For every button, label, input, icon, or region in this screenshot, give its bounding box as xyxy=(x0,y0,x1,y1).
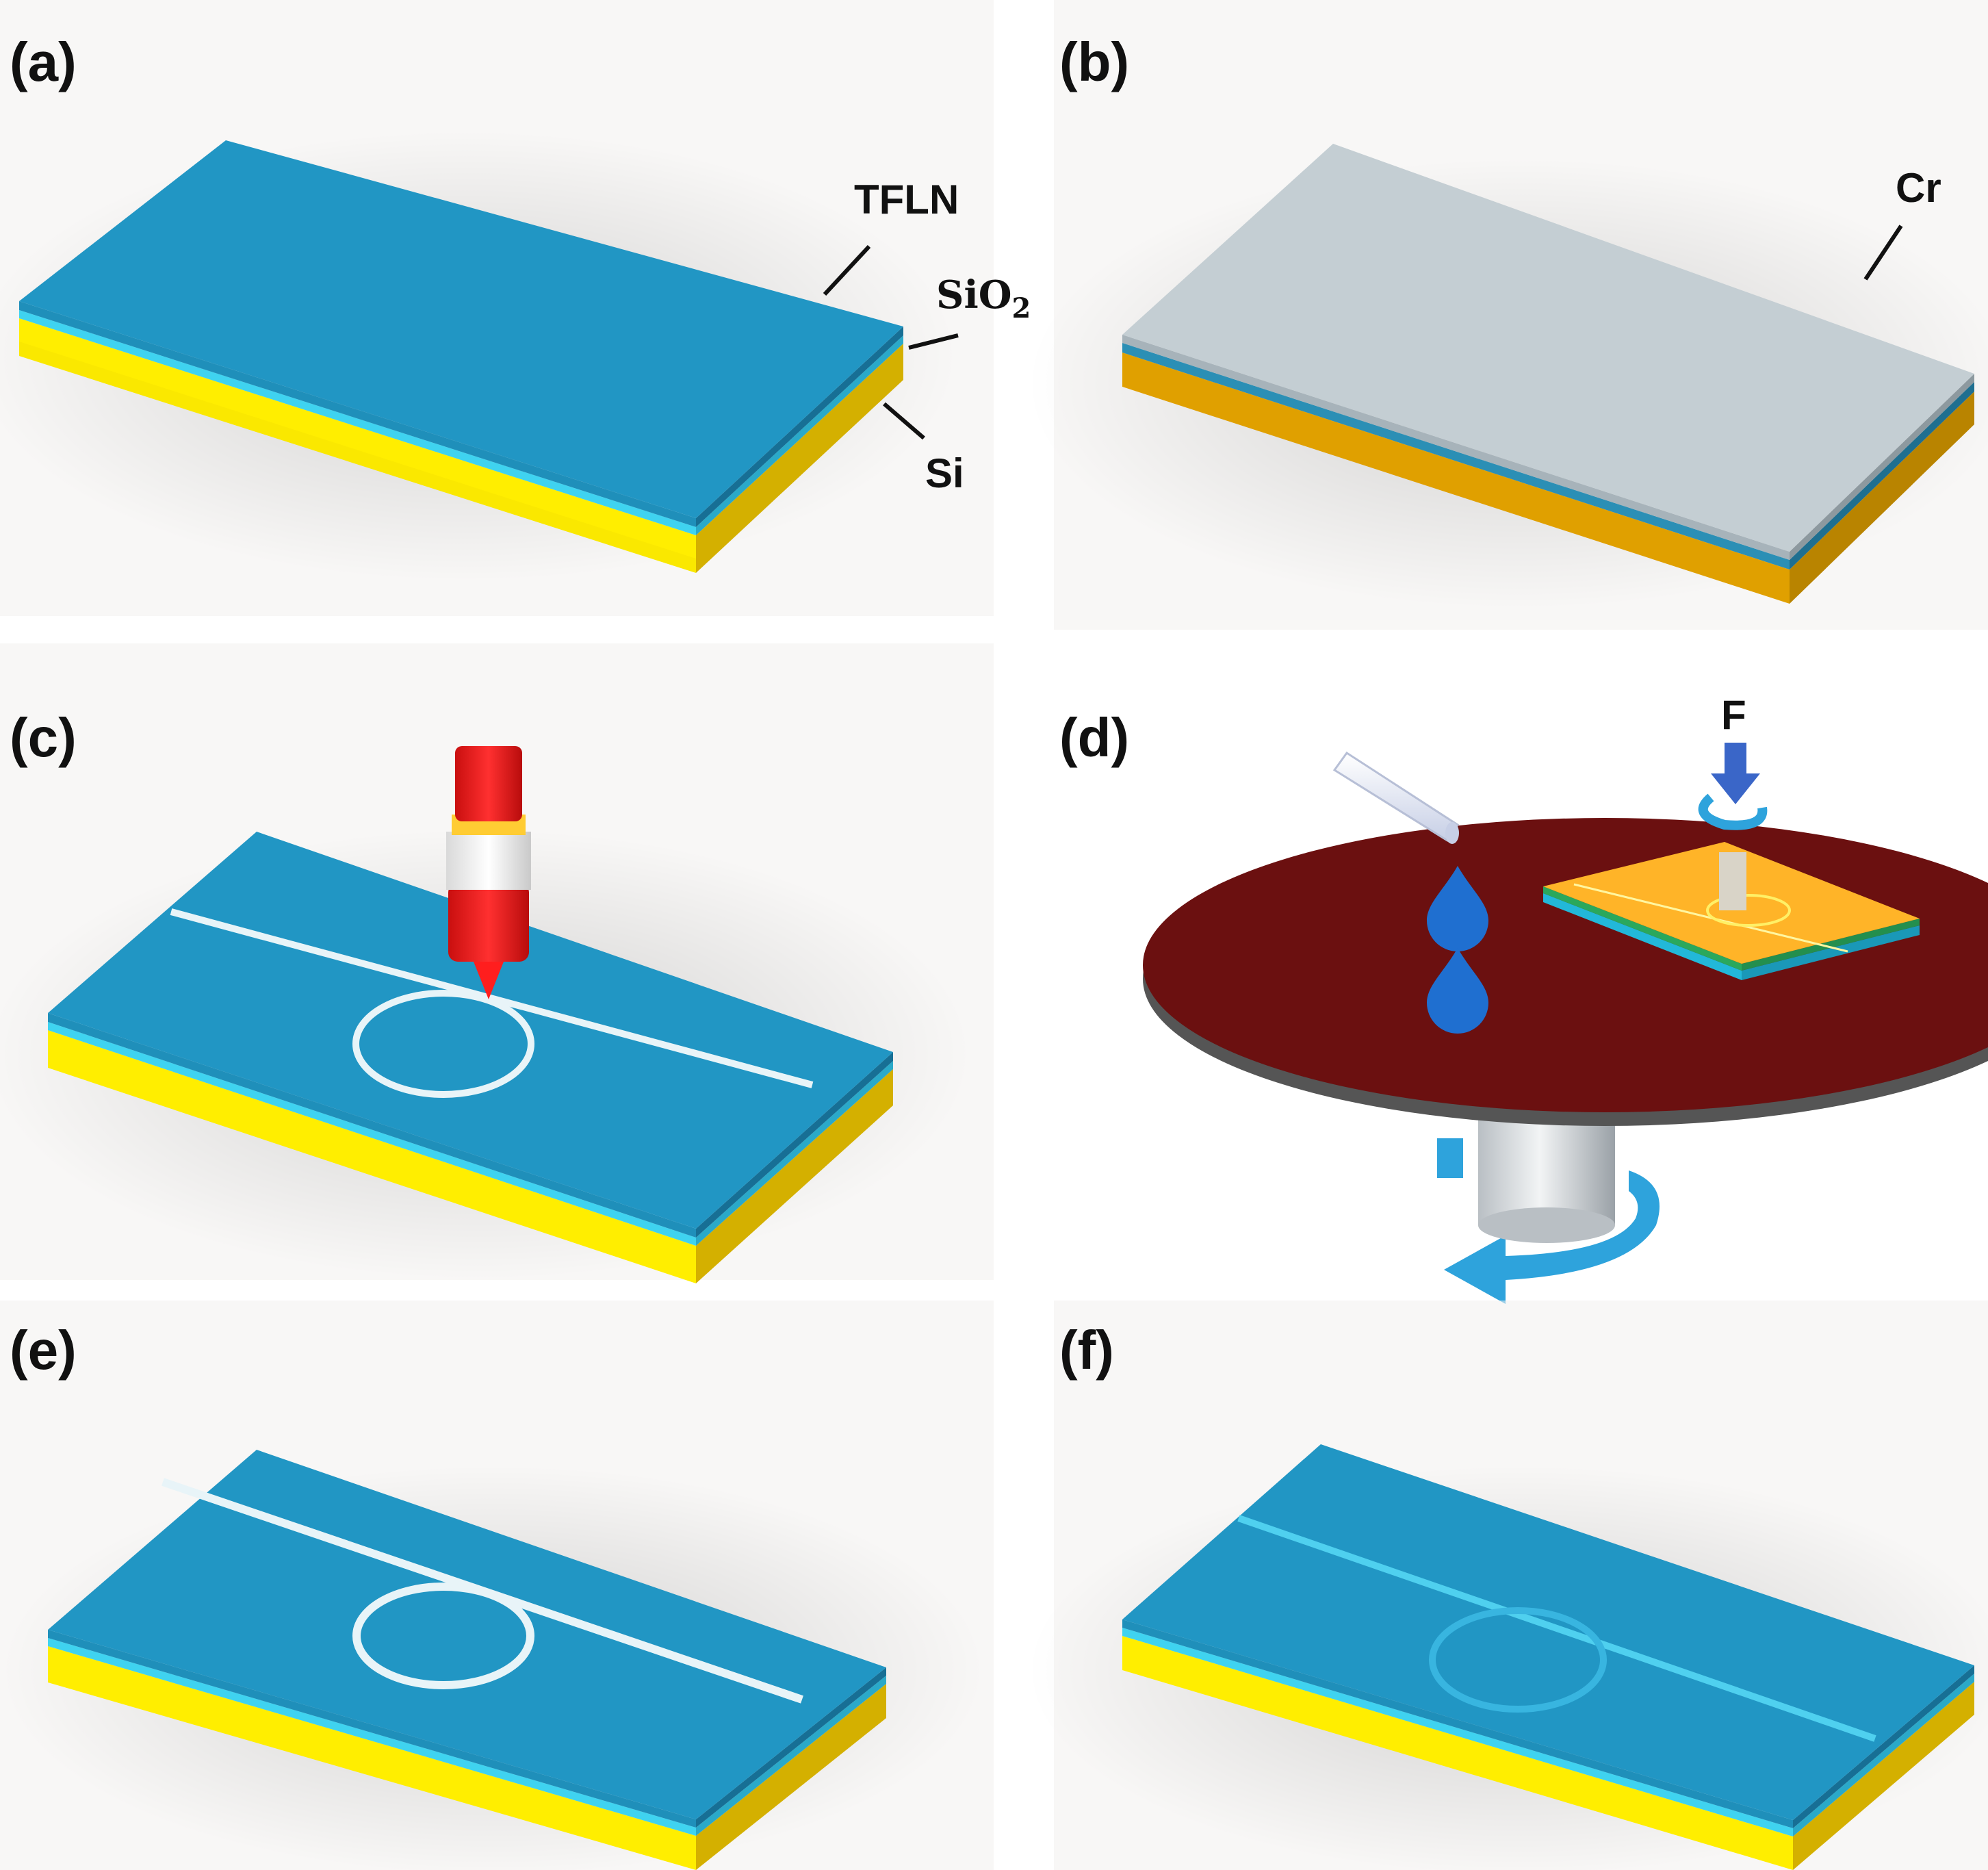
leader-cr xyxy=(1863,225,1903,281)
callout-sio2: SiO2 xyxy=(936,272,1031,324)
ring-resonator-e xyxy=(352,1583,534,1689)
ring-resonator-f xyxy=(1429,1607,1607,1713)
ring-resonator xyxy=(352,990,534,1098)
panel-d: (d) xyxy=(1059,692,1988,1304)
panel-label-a: (a) xyxy=(10,31,77,92)
panel-e: (e) xyxy=(0,1301,994,1870)
callout-force: F xyxy=(1721,692,1746,738)
wafer-e xyxy=(0,1450,985,1870)
leader-si xyxy=(883,402,925,440)
wafer-b xyxy=(1027,144,1988,609)
callout-cr: Cr xyxy=(1896,165,1941,211)
panel-label-f: (f) xyxy=(1059,1320,1114,1381)
leader-sio2 xyxy=(908,333,959,350)
panel-label-e: (e) xyxy=(10,1320,77,1381)
wafer-f xyxy=(1027,1444,1988,1870)
laser-writer-icon xyxy=(446,746,531,999)
cr-layer xyxy=(1122,144,1974,552)
callout-tfln: TFLN xyxy=(854,177,959,222)
bus-waveguide-f xyxy=(1237,1515,1876,1742)
droplet-icon xyxy=(1427,866,1488,1034)
polishing-pad-icon xyxy=(1543,842,1920,980)
tfln-layer xyxy=(19,140,903,518)
panel-c: (c) xyxy=(0,643,994,1283)
panel-a: (a) TFLN SiO2 Si xyxy=(0,0,1031,616)
callout-si: Si xyxy=(925,450,964,496)
polishing-rod xyxy=(1332,751,1460,844)
wafer-c xyxy=(0,828,972,1283)
leader-tfln xyxy=(823,244,871,296)
rotation-arrow-icon xyxy=(1437,1138,1660,1304)
panel-f: (f) xyxy=(1027,1301,1988,1870)
wafer-a xyxy=(0,130,958,582)
force-arrow-icon xyxy=(1698,743,1768,830)
panel-b: (b) Cr xyxy=(1027,0,1988,630)
panel-label-c: (c) xyxy=(10,707,77,768)
panel-label-d: (d) xyxy=(1059,707,1129,768)
panel-label-b: (b) xyxy=(1059,31,1129,92)
turntable xyxy=(1143,818,1988,1126)
